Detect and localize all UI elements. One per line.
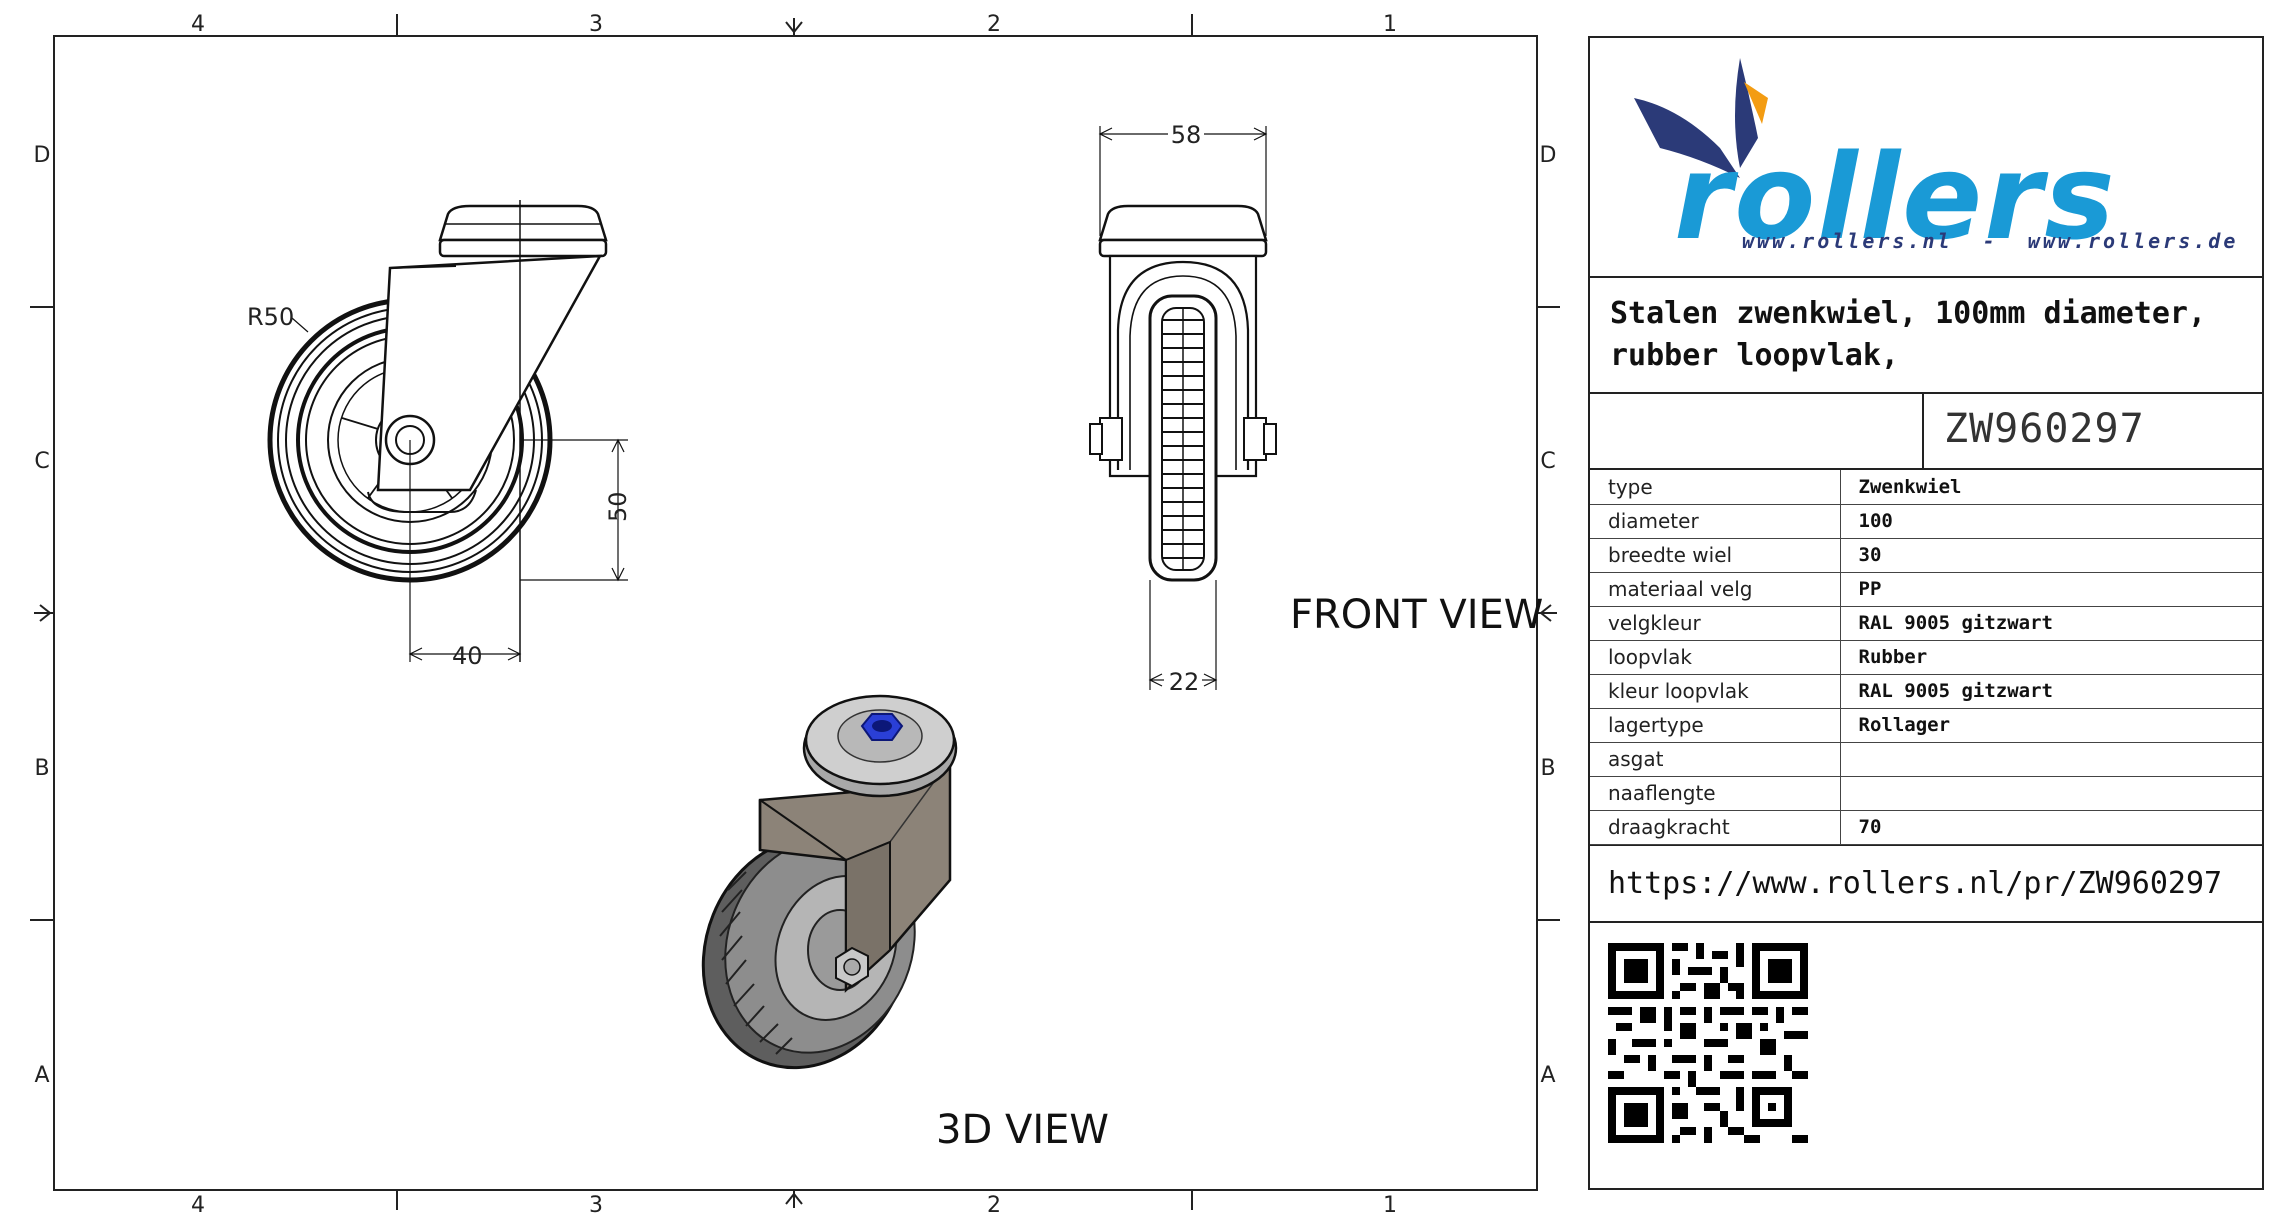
rollers-logo: rollers www.rollers.nl - www.rollers.de — [1634, 58, 2238, 266]
spec-key: type — [1590, 470, 1841, 505]
qr-area — [1590, 923, 2262, 1163]
spec-key: loopvlak — [1590, 640, 1841, 675]
product-code: ZW960297 — [1944, 406, 2145, 452]
spec-key: velgkleur — [1590, 606, 1841, 641]
zone-col-label: 3 — [589, 1193, 603, 1218]
zone-row-label: B — [1540, 756, 1555, 781]
spec-key: kleur loopvlak — [1590, 674, 1841, 709]
front-view — [1089, 126, 1277, 690]
zone-col-label: 2 — [987, 12, 1001, 37]
spec-key: diameter — [1590, 504, 1841, 539]
zone-row-label: A — [34, 1063, 49, 1088]
spec-key: naaflengte — [1590, 776, 1841, 811]
spec-value: 70 — [1840, 810, 2262, 845]
zone-col-label: 2 — [987, 1193, 1001, 1218]
iso-view-title: 3D VIEW — [936, 1107, 1109, 1153]
table-row: asgat — [1590, 742, 2262, 777]
spec-value: PP — [1840, 572, 2262, 607]
zone-row-label: D — [1540, 143, 1557, 168]
description-line: Stalen zwenkwiel, 100mm diameter, — [1610, 296, 2207, 331]
spec-key: draagkracht — [1590, 810, 1841, 845]
zone-col-label: 1 — [1383, 1193, 1397, 1218]
zone-col-label: 1 — [1383, 12, 1397, 37]
front-view-title: FRONT VIEW — [1290, 592, 1543, 638]
logo-urls: www.rollers.nl - www.rollers.de — [1742, 229, 2238, 253]
qr-code-icon — [1608, 942, 1808, 1143]
spec-value — [1840, 742, 2262, 777]
logo-bird-beak — [1744, 82, 1768, 124]
dimension-horizontal-offset: 40 — [452, 642, 483, 670]
product-url[interactable]: https://www.rollers.nl/pr/ZW960297 — [1590, 844, 2262, 923]
dimension-height-offset: 50 — [604, 491, 632, 522]
description-line: rubber loopvlak, — [1610, 338, 1899, 373]
spec-value: 100 — [1840, 504, 2262, 539]
product-code-row: ZW960297 — [1590, 394, 2262, 470]
title-block: rollers www.rollers.nl - www.rollers.de … — [1588, 36, 2264, 1190]
zone-row-label: C — [34, 449, 49, 474]
dimension-width-top: 58 — [1171, 121, 1202, 149]
zone-row-label: A — [1540, 1063, 1555, 1088]
spec-key: asgat — [1590, 742, 1841, 777]
dimension-bottom-width: 22 — [1169, 668, 1200, 696]
spec-value: Rollager — [1840, 708, 2262, 743]
spec-key: lagertype — [1590, 708, 1841, 743]
spec-value: 30 — [1840, 538, 2262, 573]
product-description: Stalen zwenkwiel, 100mm diameter, rubber… — [1590, 278, 2262, 394]
zone-col-label: 4 — [191, 1193, 205, 1218]
dimension-radius: R50 — [247, 303, 294, 331]
spec-value: RAL 9005 gitzwart — [1840, 674, 2262, 709]
iso-view — [701, 694, 958, 1070]
zone-ticks — [30, 14, 1560, 1210]
center-markers — [34, 18, 1557, 1208]
spec-key: breedte wiel — [1590, 538, 1841, 573]
spec-value: Rubber — [1840, 640, 2262, 675]
spec-value: RAL 9005 gitzwart — [1840, 606, 2262, 641]
zone-col-label: 4 — [191, 12, 205, 37]
logo-wordmark: rollers — [1674, 128, 2117, 266]
zone-row-label: B — [34, 756, 49, 781]
zone-col-label: 3 — [589, 12, 603, 37]
table-row: naaflengte — [1590, 776, 2262, 811]
spec-value: Zwenkwiel — [1840, 470, 2262, 505]
logo-bird-tail — [1735, 58, 1758, 168]
spec-key: materiaal velg — [1590, 572, 1841, 607]
logo-area: rollers www.rollers.nl - www.rollers.de — [1590, 38, 2262, 278]
side-view — [267, 200, 628, 662]
zone-row-label: D — [34, 143, 51, 168]
spec-value — [1840, 776, 2262, 811]
zone-row-label: C — [1540, 449, 1555, 474]
logo-bird-wing — [1634, 98, 1740, 178]
